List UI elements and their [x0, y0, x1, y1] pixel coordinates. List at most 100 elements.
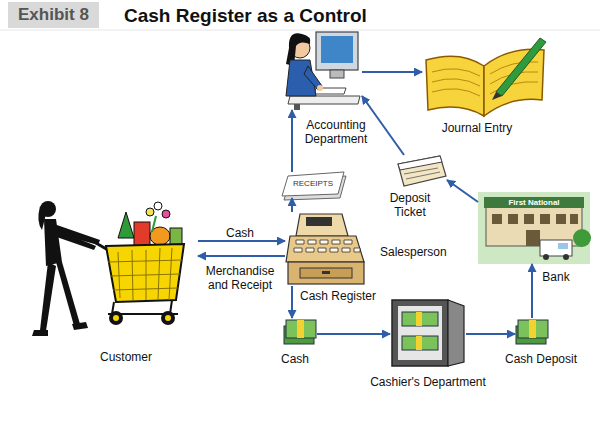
cash-deposit-bundle-part — [518, 320, 548, 338]
bank-picture-part — [543, 254, 549, 260]
cash-register-picture-part — [322, 271, 330, 274]
flow-arrow — [466, 333, 515, 335]
cash-deposit: Cash Deposit — [515, 318, 549, 346]
safe-picture-part — [416, 336, 422, 350]
safe-picture-part — [398, 306, 442, 360]
customer-figure-part — [72, 322, 88, 330]
customer-figure — [32, 201, 184, 336]
accountant-picture-part — [316, 32, 358, 70]
bank: First NationalBank — [478, 192, 590, 264]
flow-arrow — [198, 240, 285, 242]
exhibit-tag: Exhibit 8 — [8, 2, 99, 28]
receipts-picture — [282, 172, 346, 200]
accountant-picture-part — [304, 66, 322, 90]
deposit-ticket-picture-part — [398, 156, 446, 186]
customer-figure-part — [152, 216, 156, 232]
salesperson-label: Salesperson — [380, 245, 447, 259]
safe-picture — [392, 300, 464, 366]
bank-picture-part — [563, 254, 569, 260]
journal-entry-label: Journal Entry — [442, 121, 513, 135]
customer-figure-part — [32, 330, 48, 336]
title-rule — [0, 30, 600, 31]
cash-register-picture-part — [306, 217, 332, 226]
flow-arrow — [531, 264, 533, 318]
bank-picture-part — [540, 240, 572, 256]
cash-register-picture-part — [300, 268, 352, 278]
bank-picture-part — [492, 214, 578, 224]
accounting-department: Accounting Department — [282, 30, 362, 110]
arrow-label: Merchandise and Receipt — [195, 264, 285, 292]
receipts-stack: RECEIPTS — [283, 172, 345, 198]
safe-picture-part — [416, 312, 422, 326]
cashiers-department: Cashier's Department — [390, 298, 466, 368]
bank-picture — [478, 192, 591, 264]
receipts-picture-part — [282, 172, 344, 196]
bank-picture-part — [573, 229, 591, 247]
accountant-picture-part — [330, 70, 344, 78]
flow-arrow — [291, 286, 293, 318]
customer-figure-part — [118, 212, 134, 238]
accounting-department-label: Accounting Department — [296, 118, 376, 146]
cash-bundle-part — [286, 320, 316, 338]
customer-label: Customer — [100, 350, 152, 364]
arrow-label: Cash — [224, 226, 256, 240]
deposit-ticket-label: Deposit Ticket — [380, 191, 440, 219]
cash-register: Cash Register — [285, 212, 365, 286]
journal-book-part — [426, 56, 484, 116]
accountant-picture — [286, 32, 360, 110]
customer-figure-part — [165, 315, 171, 321]
customer-figure-part — [146, 208, 154, 216]
safe-picture-part — [392, 300, 448, 366]
flow-arrow — [362, 96, 404, 155]
journal-book — [426, 38, 546, 116]
cash-bundle-part — [297, 320, 304, 338]
flow-arrow — [317, 333, 390, 335]
customer-figure-part — [108, 248, 182, 300]
safe-picture-part — [448, 300, 464, 366]
customer-figure-part — [113, 315, 119, 321]
accountant-picture-part — [317, 85, 323, 91]
bank-picture-part — [484, 197, 584, 208]
journal-book-part — [496, 38, 546, 96]
cash: Cash — [283, 318, 317, 346]
bank-picture-part — [478, 192, 590, 264]
flow-arrow — [291, 110, 293, 172]
deposit-ticket-picture — [398, 156, 446, 186]
bank-label: First National — [508, 198, 559, 208]
customer-figure-part — [162, 210, 170, 218]
customer-figure-part — [106, 244, 184, 302]
cash-deposit-bundle-part — [529, 320, 536, 338]
cash-register-picture-part — [288, 262, 364, 284]
diagram-title: Cash Register as a Control — [124, 3, 367, 29]
bank-picture-part — [558, 243, 568, 249]
cashiers-department-label: Cashier's Department — [370, 375, 486, 389]
customer-figure-part — [109, 311, 123, 325]
cash-register-picture — [286, 214, 364, 284]
customer-figure-part — [40, 262, 56, 331]
safe-picture-part — [402, 336, 438, 350]
customer: Customer — [22, 198, 198, 348]
accountant-picture-part — [321, 36, 353, 63]
cash-register-picture-part — [286, 236, 364, 262]
cash-bundle — [284, 320, 316, 344]
safe-picture-part — [402, 312, 438, 326]
deposit-ticket-picture-part — [398, 156, 442, 170]
journal-book-part — [492, 92, 502, 100]
bank-label: Bank — [542, 270, 569, 284]
flow-arrow — [362, 71, 422, 73]
journal-entry: Journal Entry — [422, 35, 547, 117]
accountant-picture-part — [288, 96, 360, 104]
customer-figure-part — [56, 262, 80, 326]
cash-label: Cash — [281, 352, 309, 366]
deposit-ticket: Deposit Ticket — [395, 155, 447, 187]
flow-arrow — [198, 255, 285, 257]
customer-figure-part — [154, 202, 162, 210]
cash-register-label: Cash Register — [300, 289, 376, 303]
cash-register-picture-part — [294, 240, 360, 252]
flow-arrow — [447, 180, 478, 202]
flow-arrow — [291, 198, 293, 212]
deposit-ticket-picture-part — [404, 168, 440, 179]
accountant-picture-part — [294, 104, 300, 110]
cash-deposit-label: Cash Deposit — [505, 352, 577, 366]
